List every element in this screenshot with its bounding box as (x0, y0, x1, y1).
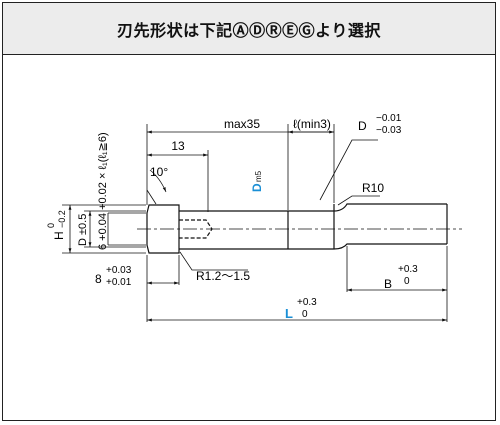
r12-label: R1.2～1.5 (196, 269, 250, 283)
angle-arc (149, 169, 167, 193)
angle-label: 10° (150, 165, 168, 179)
l-upper: +0.3 (297, 297, 317, 308)
l-min-label: ℓ(min3) (293, 117, 331, 131)
r10-label: R10 (362, 181, 384, 195)
d-tol-upper: −0.01 (376, 113, 402, 124)
header-bar: 刃先形状は下記ⒶⒹⓇⒺⒼより選択 (3, 3, 495, 55)
shank-bottom (179, 243, 447, 250)
l-lower: 0 (302, 309, 308, 320)
r10-leader (337, 195, 380, 206)
vert-spec-group: 6 +0.04 +0.02 × ℓ₁(ℓ₁≧6) (97, 132, 109, 250)
dimension-lines (68, 130, 447, 322)
dim-13-label: 13 (171, 139, 185, 153)
d-tol-leader (319, 139, 378, 201)
h-tol-upper: 0 (46, 223, 56, 228)
dm5-sub: m5 (254, 170, 263, 182)
d05-group: D ±0.5 (77, 214, 89, 246)
dm5-group: D m5 (250, 170, 264, 192)
d-tol-label: D (358, 119, 367, 133)
max35-label: max35 (224, 117, 260, 131)
shank-top (179, 203, 447, 212)
d-tol-lower: −0.03 (376, 125, 402, 136)
page-title: 刃先形状は下記ⒶⒹⓇⒺⒼより選択 (117, 20, 381, 40)
eight-lower: +0.01 (106, 277, 132, 288)
pin-body (146, 203, 448, 254)
eight-label: 8 (95, 272, 102, 286)
l-label: L (285, 306, 293, 321)
h-label: H (52, 231, 66, 240)
b-label: B (384, 277, 392, 291)
h-tolerance: H 0 −0.2 (46, 210, 67, 240)
vert-spec-label: 6 +0.04 +0.02 × ℓ₁(ℓ₁≧6) (97, 132, 109, 250)
extension-lines (62, 124, 448, 322)
d05-label: D ±0.5 (77, 214, 89, 246)
drawing-frame: 刃先形状は下記ⒶⒹⓇⒺⒼより選択 (2, 2, 496, 421)
h-tol-lower: −0.2 (57, 210, 67, 228)
eight-upper: +0.03 (106, 265, 132, 276)
dm5-label: D (250, 183, 264, 192)
b-upper: +0.3 (398, 264, 418, 275)
r12-leader (179, 251, 248, 271)
b-lower: 0 (404, 276, 410, 287)
pin-head (146, 204, 180, 254)
